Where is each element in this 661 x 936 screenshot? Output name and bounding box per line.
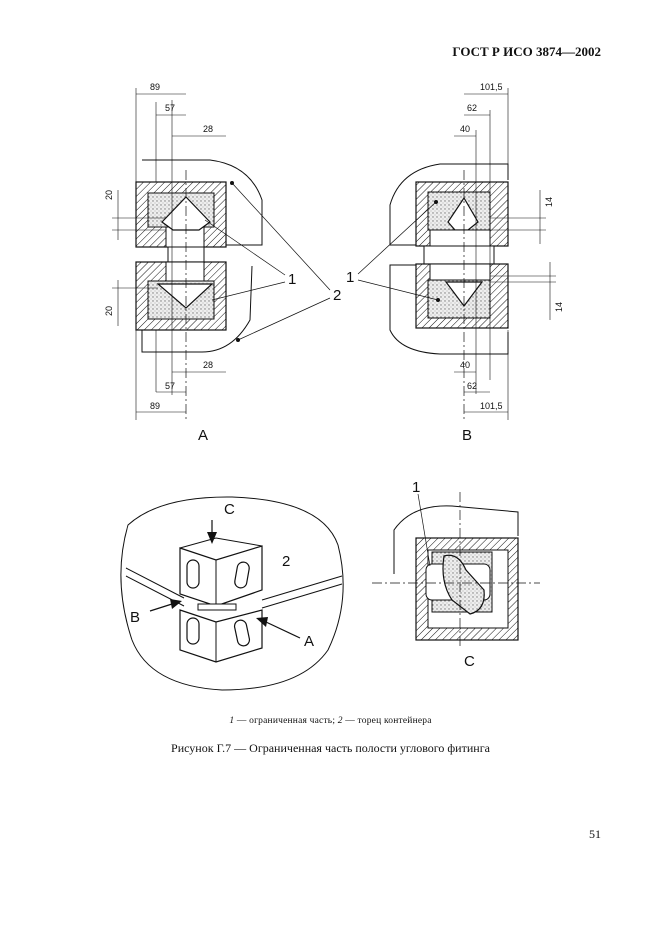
view-3d-label-b: B — [130, 609, 140, 626]
view-b-dim-14-bottom: 14 — [554, 302, 564, 312]
view-a-callout-1: 1 — [288, 271, 296, 288]
view-a-dim-28-top: 28 — [203, 124, 213, 134]
view-a-dim-28-bottom: 28 — [203, 360, 213, 370]
figure-caption: Рисунок Г.7 — Ограниченная часть полости… — [171, 741, 490, 755]
view-b-dim-14-top: 14 — [544, 197, 554, 207]
view-a-dim-57-top: 57 — [165, 103, 175, 113]
figure-legend: 1 — ограниченная часть; 2 — торец контей… — [0, 716, 661, 726]
view-a-label: A — [198, 427, 208, 444]
view-3d-label-2: 2 — [282, 553, 290, 570]
view-b-dim-101-5-top: 101,5 — [480, 82, 503, 92]
view-c-label: C — [464, 653, 475, 670]
view-3d-corner-drawing — [120, 496, 344, 691]
view-b-dim-40-top: 40 — [460, 124, 470, 134]
view-b-callout-1: 1 — [346, 269, 354, 286]
view-3d-label-a: A — [304, 633, 314, 650]
view-c-drawing — [372, 492, 540, 648]
view-a-callout-2: 2 — [333, 287, 341, 304]
legend-key-1: 1 — [229, 716, 235, 726]
page-header-standard: ГОСТ Р ИСО 3874—2002 — [452, 44, 601, 59]
view-a-dim-89-bottom: 89 — [150, 401, 160, 411]
view-b-dim-40-bottom: 40 — [460, 360, 470, 370]
page-number: 51 — [589, 827, 601, 841]
view-a-dim-20-top: 20 — [104, 190, 114, 200]
view-b-dim-62-bottom: 62 — [467, 381, 477, 391]
view-b-dim-101-5-bottom: 101,5 — [480, 401, 503, 411]
legend-text-1: — ограниченная часть; — [234, 716, 338, 726]
view-c-callout-1: 1 — [412, 479, 420, 496]
legend-key-2: 2 — [337, 716, 343, 726]
view-a-dim-57-bottom: 57 — [165, 381, 175, 391]
view-b-dim-62-top: 62 — [467, 103, 477, 113]
legend-text-2: — торец контейнера — [342, 716, 432, 726]
view-a-drawing — [112, 88, 331, 420]
view-a-dim-89-top: 89 — [150, 82, 160, 92]
view-b-drawing — [357, 88, 556, 420]
view-a-dim-20-bottom: 20 — [104, 306, 114, 316]
view-3d-label-c: C — [224, 501, 235, 518]
view-b-label: B — [462, 427, 472, 444]
